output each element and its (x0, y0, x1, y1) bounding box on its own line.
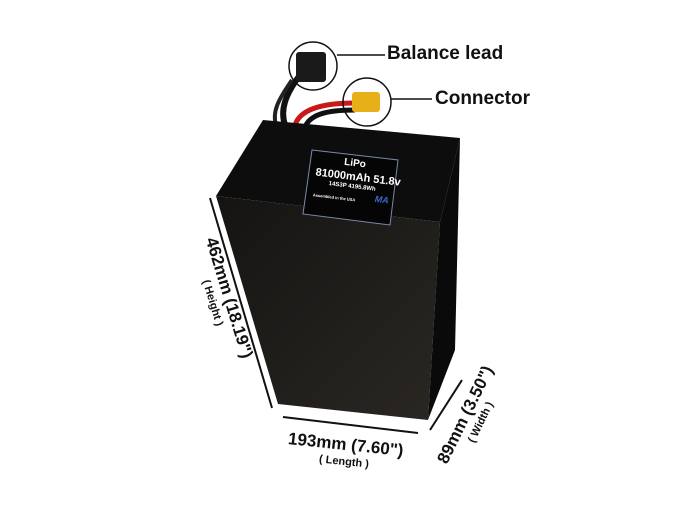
balance-lead-callout: Balance lead (387, 43, 504, 64)
battery-side-face (428, 138, 460, 420)
power-wire-black (302, 107, 356, 129)
brand-logo: MA (374, 193, 390, 206)
xt-connector (352, 92, 380, 112)
connector-callout-circle (342, 77, 392, 127)
battery-label (302, 149, 399, 226)
connector-callout: Connector (435, 88, 530, 109)
width-arrow (429, 379, 463, 431)
label-text: LiPo 81000mAh 51.8v 14S3P 4195.8Wh Assem… (313, 154, 402, 207)
height-arrow (209, 197, 273, 409)
battery-front-face (216, 196, 440, 420)
balance-callout-circle (288, 41, 338, 91)
power-wire-red (292, 100, 356, 127)
length-arrow (282, 416, 419, 434)
balance-plug (296, 52, 326, 82)
